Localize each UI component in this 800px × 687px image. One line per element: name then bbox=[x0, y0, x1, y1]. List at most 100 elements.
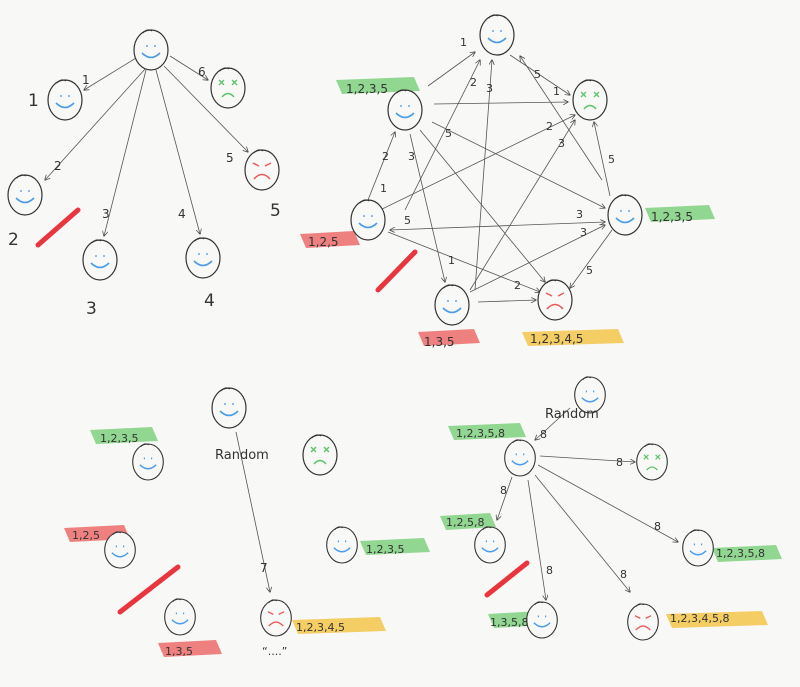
arrow-line bbox=[594, 122, 611, 197]
head-outline bbox=[133, 29, 169, 71]
arrow-line bbox=[387, 231, 540, 292]
arrow-label: 6 bbox=[198, 65, 206, 79]
hair-stroke bbox=[359, 199, 370, 204]
tag-text: 1,2,3,4,5 bbox=[530, 332, 583, 346]
head-outline bbox=[350, 199, 386, 241]
hair-stroke bbox=[268, 599, 278, 603]
smile bbox=[487, 37, 507, 44]
hair-stroke bbox=[582, 376, 592, 380]
eyes bbox=[198, 253, 208, 255]
arrow-line bbox=[474, 60, 492, 291]
arrow-line bbox=[390, 222, 605, 230]
tag-text: 1,3,5,8 bbox=[490, 616, 528, 629]
happy-face-icon bbox=[47, 79, 83, 121]
happy-face-icon bbox=[387, 89, 423, 131]
smile bbox=[511, 460, 529, 466]
angry-face-icon bbox=[627, 603, 659, 641]
happy-face-icon bbox=[474, 526, 506, 564]
smile bbox=[615, 217, 635, 224]
x-eyes bbox=[310, 446, 330, 453]
tag-text: 1,2,5,8 bbox=[446, 516, 484, 529]
hair-stroke bbox=[194, 237, 205, 242]
head-outline bbox=[260, 599, 292, 637]
happy-face-icon bbox=[607, 194, 643, 236]
arrow-label: 3 bbox=[558, 137, 565, 150]
arrow-line bbox=[104, 69, 147, 236]
smile bbox=[358, 222, 378, 229]
frown bbox=[646, 466, 658, 471]
hair-stroke bbox=[443, 284, 454, 289]
happy-face-icon bbox=[682, 529, 714, 567]
hair-stroke bbox=[219, 67, 230, 72]
eyes bbox=[143, 457, 153, 460]
smile bbox=[533, 622, 551, 628]
highlight-tag bbox=[158, 640, 222, 657]
arrow-label: 5 bbox=[608, 153, 615, 166]
arrow-label: 5 bbox=[534, 68, 541, 81]
frown bbox=[583, 104, 597, 110]
arrow-label: 8 bbox=[654, 520, 661, 533]
hair-stroke bbox=[644, 443, 654, 447]
head-outline bbox=[210, 67, 246, 109]
node-number-5: 5 bbox=[270, 201, 281, 221]
arrow-label: 5 bbox=[586, 264, 593, 277]
hair-stroke bbox=[334, 526, 344, 530]
eyes bbox=[447, 300, 457, 302]
arrow-label: 3 bbox=[408, 150, 415, 163]
happy-face-icon bbox=[185, 237, 221, 279]
hair-stroke bbox=[534, 601, 544, 605]
head-outline bbox=[572, 79, 608, 121]
head-outline bbox=[479, 14, 515, 56]
tag-text: 1,2,5 bbox=[72, 529, 100, 542]
arrow-line bbox=[379, 115, 575, 211]
happy-face-icon bbox=[504, 439, 536, 477]
angry-eyes bbox=[252, 162, 272, 167]
arrow-line bbox=[404, 60, 480, 211]
eyes bbox=[95, 255, 105, 257]
hair-stroke bbox=[16, 174, 27, 179]
happy-face-icon bbox=[132, 443, 164, 481]
hair-stroke bbox=[512, 439, 522, 443]
angry-eyes bbox=[545, 292, 565, 297]
eyes bbox=[485, 540, 495, 543]
arrow-line bbox=[45, 67, 147, 180]
arrow-line bbox=[419, 129, 545, 282]
highlight-tag bbox=[712, 545, 782, 562]
eyes bbox=[693, 543, 703, 546]
head-outline bbox=[82, 239, 118, 281]
tag-text: 1,2,3,5 bbox=[651, 210, 693, 224]
happy-face-icon bbox=[82, 239, 118, 281]
eyes bbox=[515, 453, 525, 456]
arrow-line bbox=[84, 57, 137, 90]
arrow-line bbox=[469, 225, 605, 293]
smile bbox=[171, 619, 189, 625]
arrow-label: 8 bbox=[540, 428, 547, 441]
eyes bbox=[224, 403, 234, 405]
angry-face-icon bbox=[244, 149, 280, 191]
hair-stroke bbox=[616, 194, 627, 199]
arrow-label: 8 bbox=[616, 456, 623, 469]
tag-text: 1,2,3,5 bbox=[100, 432, 138, 445]
head-outline bbox=[185, 237, 221, 279]
highlight-tag bbox=[336, 77, 420, 94]
head-outline bbox=[474, 526, 506, 564]
random-label: Random bbox=[545, 407, 599, 422]
highlight-tag bbox=[666, 611, 768, 628]
red-slash-mark bbox=[375, 249, 418, 293]
head-outline bbox=[164, 598, 196, 636]
hair-stroke bbox=[56, 79, 67, 84]
arrow-line bbox=[169, 55, 208, 80]
hair-stroke bbox=[91, 239, 102, 244]
head-outline bbox=[504, 439, 536, 477]
highlight-tag bbox=[90, 427, 158, 444]
eyes bbox=[60, 95, 70, 97]
eyes bbox=[492, 30, 502, 32]
head-outline bbox=[326, 526, 358, 564]
x-eyes bbox=[580, 91, 600, 98]
random-label: Random bbox=[215, 448, 269, 463]
hair-stroke bbox=[546, 279, 557, 284]
eyes bbox=[337, 540, 347, 543]
eyes bbox=[585, 390, 595, 393]
head-outline bbox=[387, 89, 423, 131]
tag-text: 1,2,5 bbox=[308, 235, 339, 249]
